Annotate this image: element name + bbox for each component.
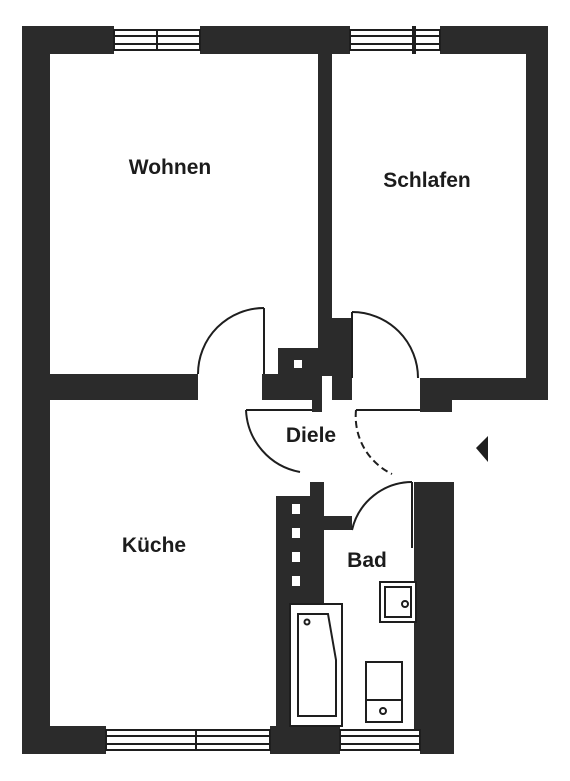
room-label-schlafen: Schlafen (383, 169, 471, 192)
window-kitchen (105, 729, 271, 751)
bedroom-wall-stub (420, 378, 452, 412)
partition-living-bedroom (318, 26, 332, 376)
room-label-kueche: Küche (122, 534, 186, 557)
door-living (197, 307, 265, 375)
bottom-wall-middle (270, 726, 340, 754)
walls (22, 26, 548, 754)
right-wall-upper (526, 26, 548, 400)
bedroom-door-jamb (332, 318, 352, 376)
bathtub-icon (289, 603, 343, 727)
living-bottom-wall (22, 374, 198, 400)
kitchen-right-wall (276, 496, 290, 742)
bottom-wall-right (420, 726, 454, 754)
door-bedroom (351, 311, 419, 379)
window-bath (339, 729, 421, 751)
bath-outer-right-wall (426, 482, 454, 754)
hall-wall-stub (332, 376, 352, 400)
window-living (113, 29, 201, 51)
chimney-base (262, 374, 322, 400)
door-bath (351, 481, 413, 548)
entrance-arrow-icon (476, 436, 488, 462)
washbasin-icon (379, 581, 417, 623)
doors (197, 307, 420, 548)
fixtures (289, 581, 417, 727)
room-labels: Wohnen Schlafen Diele Küche Bad (122, 156, 471, 572)
room-label-diele: Diele (286, 424, 336, 447)
door-entrance (354, 409, 420, 475)
windows (105, 26, 441, 751)
window-bedroom (349, 26, 441, 54)
bottom-wall-left (22, 726, 106, 754)
bath-inner-right-wall (414, 482, 426, 740)
door-kitchen (245, 409, 312, 473)
chimney-foot (312, 396, 322, 412)
room-label-wohnen: Wohnen (129, 156, 211, 179)
chimney-flue (294, 360, 302, 368)
shaft-openings (292, 360, 302, 586)
toilet-icon (365, 661, 403, 723)
room-label-bad: Bad (347, 549, 387, 572)
bath-door-jamb (322, 516, 352, 530)
shaft-top (310, 482, 324, 530)
